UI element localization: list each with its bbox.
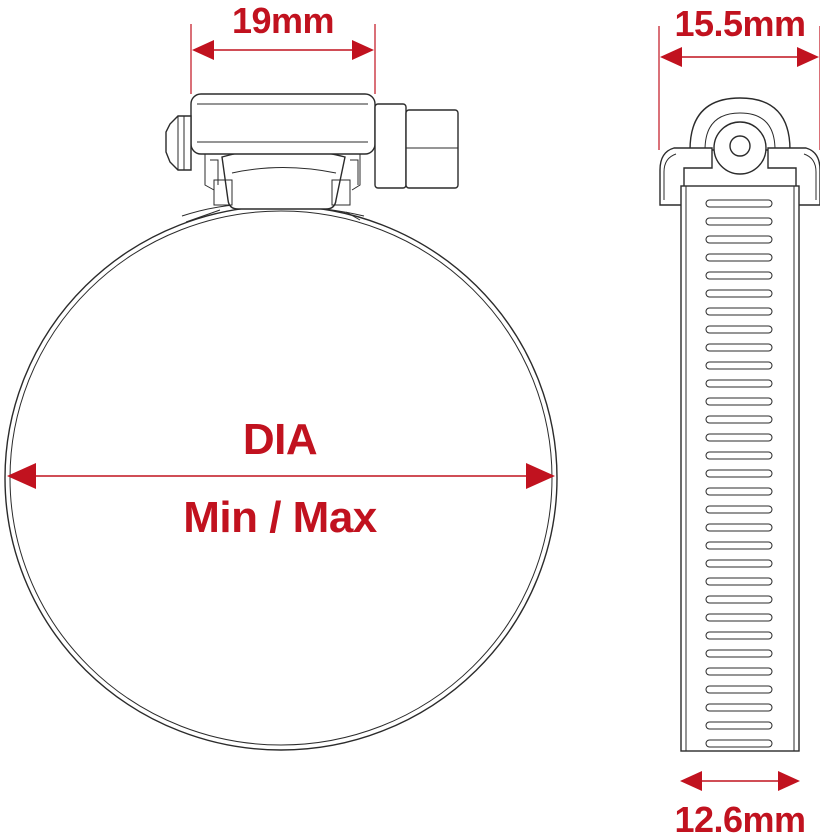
clamp-band-inner bbox=[9, 210, 553, 746]
dimension-band-width: 12.6mm bbox=[674, 771, 806, 835]
dimension-screw-housing-width: 19mm bbox=[190, 0, 376, 94]
band-slot bbox=[705, 613, 773, 622]
side-band-strip bbox=[680, 185, 800, 752]
band-slot bbox=[705, 397, 773, 406]
dimension-label-12-6mm: 12.6mm bbox=[674, 799, 805, 835]
dimension-label-dia: DIA bbox=[243, 415, 317, 464]
band-slot bbox=[705, 289, 773, 298]
band-slot bbox=[705, 667, 773, 676]
band-slot bbox=[705, 577, 773, 586]
band-slot bbox=[705, 595, 773, 604]
band-slot bbox=[705, 505, 773, 514]
band-slot bbox=[705, 253, 773, 262]
band-slot bbox=[705, 199, 773, 208]
dimension-clamp-width: 15.5mm bbox=[658, 3, 820, 150]
band-slot bbox=[705, 631, 773, 640]
dimension-diameter: DIA Min / Max bbox=[7, 415, 555, 542]
band-slots bbox=[705, 199, 773, 748]
band-slot bbox=[705, 415, 773, 424]
clamp-side-view bbox=[659, 97, 820, 752]
band-slot bbox=[705, 739, 773, 748]
band-slot bbox=[705, 307, 773, 316]
band-slot bbox=[705, 703, 773, 712]
housing-saddle bbox=[221, 147, 346, 210]
band-slot bbox=[705, 379, 773, 388]
screw-housing bbox=[190, 93, 376, 155]
band-slot bbox=[705, 685, 773, 694]
band-slot bbox=[705, 217, 773, 226]
band-slot bbox=[705, 325, 773, 334]
band-slot bbox=[705, 235, 773, 244]
band-slot bbox=[705, 541, 773, 550]
clamp-front-view bbox=[4, 93, 558, 751]
dimension-label-19mm: 19mm bbox=[232, 0, 334, 41]
screw-end bbox=[405, 109, 459, 189]
band-slot bbox=[705, 649, 773, 658]
band-slot bbox=[705, 559, 773, 568]
band-slot bbox=[705, 721, 773, 730]
band-slot bbox=[705, 433, 773, 442]
band-slot bbox=[705, 271, 773, 280]
band-slot bbox=[705, 451, 773, 460]
band-slot bbox=[705, 343, 773, 352]
band-slot bbox=[705, 469, 773, 478]
band-slot bbox=[705, 361, 773, 370]
dimension-label-15-5mm: 15.5mm bbox=[674, 3, 805, 44]
screw-collar bbox=[374, 103, 407, 189]
side-housing-left-wing bbox=[659, 147, 713, 206]
side-screw-center bbox=[729, 135, 751, 157]
dimension-label-min-max: Min / Max bbox=[183, 493, 378, 542]
clamp-band-outer bbox=[4, 205, 558, 751]
band-slot bbox=[705, 523, 773, 532]
band-slot bbox=[705, 487, 773, 496]
